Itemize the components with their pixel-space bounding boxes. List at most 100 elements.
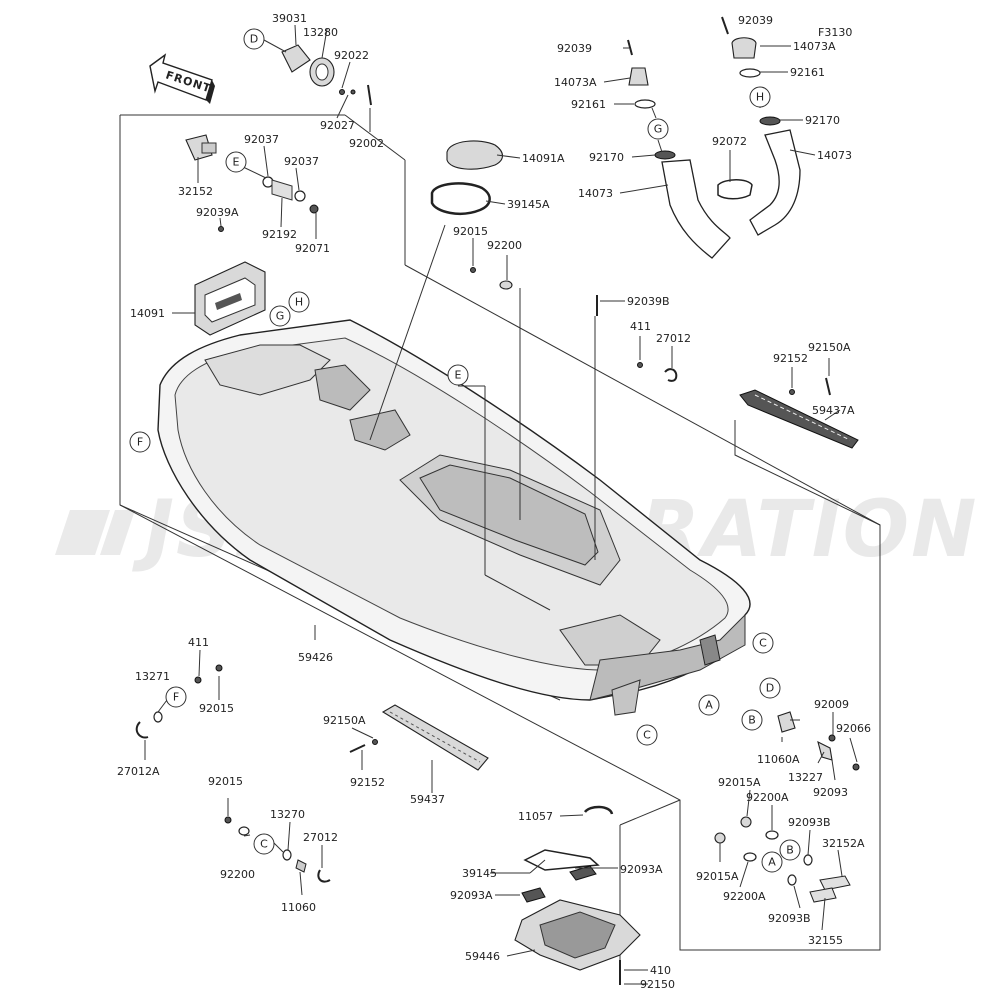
hatch-cover-14091 xyxy=(194,261,266,336)
part-label: 92002 xyxy=(349,137,384,150)
part-label: 92093B xyxy=(768,912,811,925)
clip-11057 xyxy=(583,805,614,815)
rail-59437A xyxy=(739,389,859,449)
part-label: 92152 xyxy=(350,776,385,789)
fitting-32152A-assembly xyxy=(714,816,851,903)
part-label: 14073A xyxy=(793,40,836,53)
svg-text:F: F xyxy=(173,691,179,704)
part-label: 92015A xyxy=(696,870,739,883)
leader-lines xyxy=(144,24,858,985)
callout-circle-G-pipe: G xyxy=(647,118,669,140)
hull-59426 xyxy=(157,319,751,716)
part-label: 27012 xyxy=(656,332,691,345)
callout-circle-G-hull: G xyxy=(269,305,291,327)
svg-text:C: C xyxy=(643,729,651,742)
part-label: 11060A xyxy=(757,753,800,766)
part-label: 27012 xyxy=(303,831,338,844)
part-label: 39145A xyxy=(507,198,550,211)
part-label: 92200 xyxy=(220,868,255,881)
part-label: 92039 xyxy=(738,14,773,27)
part-label: 92072 xyxy=(712,135,747,148)
callout-circle-C-left: C xyxy=(253,833,275,855)
front-arrow: FRONT xyxy=(149,53,215,104)
part-label: 92161 xyxy=(571,98,606,111)
part-label: 92015 xyxy=(208,775,243,788)
callout-circle-E-top: E xyxy=(225,151,247,173)
part-label: 92039B xyxy=(627,295,670,308)
part-label: 92150 xyxy=(640,978,675,991)
svg-text:A: A xyxy=(705,699,713,712)
part-label: 39145 xyxy=(462,867,497,880)
svg-text:A: A xyxy=(768,856,776,869)
svg-text:E: E xyxy=(233,156,240,169)
pipe-assembly-left xyxy=(627,39,731,259)
part-label: 59437 xyxy=(410,793,445,806)
callout-circle-D-top: D xyxy=(243,28,265,50)
part-label: 27012A xyxy=(117,765,160,778)
callout-circle-C-hull: C xyxy=(636,724,658,746)
part-label: 59437A xyxy=(812,404,855,417)
svg-text:C: C xyxy=(759,637,767,650)
part-label: 92152 xyxy=(773,352,808,365)
part-label: 92015 xyxy=(453,225,488,238)
hose-13271-assembly xyxy=(135,664,223,739)
svg-text:G: G xyxy=(654,123,663,136)
callout-circle-H-pipe: H xyxy=(749,86,771,108)
callout-circle-A-hull: A xyxy=(698,694,720,716)
part-label: 92037 xyxy=(244,133,279,146)
callout-circle-C-right: C xyxy=(752,632,774,654)
callout-circle-H-hull: H xyxy=(288,291,310,313)
part-label: 92093B xyxy=(788,816,831,829)
part-label: 11060 xyxy=(281,901,316,914)
part-label: 92200 xyxy=(487,239,522,252)
fitting-32152-assembly xyxy=(185,134,319,232)
part-label: 11057 xyxy=(518,810,553,823)
svg-text:D: D xyxy=(766,682,774,695)
part-label: 92200A xyxy=(723,890,766,903)
part-labels: 39031 13280 92022 92027 92002 32152 9203… xyxy=(117,12,871,991)
part-label: 92039 xyxy=(557,42,592,55)
part-label: 92093A xyxy=(450,889,493,902)
part-label: 14073 xyxy=(817,149,852,162)
callout-circle-B-hull: B xyxy=(741,709,763,731)
rail-59437 xyxy=(349,704,489,771)
part-label: 92093 xyxy=(813,786,848,799)
pump-cover-59446 xyxy=(514,849,641,985)
part-label: 13271 xyxy=(135,670,170,683)
part-label: 92037 xyxy=(284,155,319,168)
part-label: 92150A xyxy=(808,341,851,354)
svg-text:F: F xyxy=(137,436,143,449)
callout-circle-B-right: B xyxy=(779,839,801,861)
part-label: 39031 xyxy=(272,12,307,25)
svg-text:C: C xyxy=(260,838,268,851)
part-label: 13280 xyxy=(303,26,338,39)
callout-circle-F-left: F xyxy=(165,686,187,708)
part-label: 13227 xyxy=(788,771,823,784)
svg-text:B: B xyxy=(786,844,794,857)
callout-circle-E-hull: E xyxy=(447,364,469,386)
part-label: 92015 xyxy=(199,702,234,715)
svg-text:G: G xyxy=(276,310,285,323)
part-label: 92093A xyxy=(620,863,663,876)
fitting-39031-assembly xyxy=(281,44,372,106)
part-label: 32152 xyxy=(178,185,213,198)
pipe-assembly-right xyxy=(717,16,801,236)
part-label: 92161 xyxy=(790,66,825,79)
part-label: 92200A xyxy=(746,791,789,804)
svg-text:B: B xyxy=(748,714,756,727)
callout-circle-D-right: D xyxy=(759,677,781,699)
part-label: 92192 xyxy=(262,228,297,241)
callout-circle-A-right: A xyxy=(761,851,783,873)
svg-text:H: H xyxy=(295,296,303,309)
part-label: 14091A xyxy=(522,152,565,165)
part-label: 14091 xyxy=(130,307,165,320)
part-label: 13270 xyxy=(270,808,305,821)
part-label: 59426 xyxy=(298,651,333,664)
part-label: 92027 xyxy=(320,119,355,132)
part-label: 92009 xyxy=(814,698,849,711)
callout-circle-F-hull: F xyxy=(129,431,151,453)
part-label: 92170 xyxy=(805,114,840,127)
part-label: 92015A xyxy=(718,776,761,789)
part-label: 92022 xyxy=(334,49,369,62)
